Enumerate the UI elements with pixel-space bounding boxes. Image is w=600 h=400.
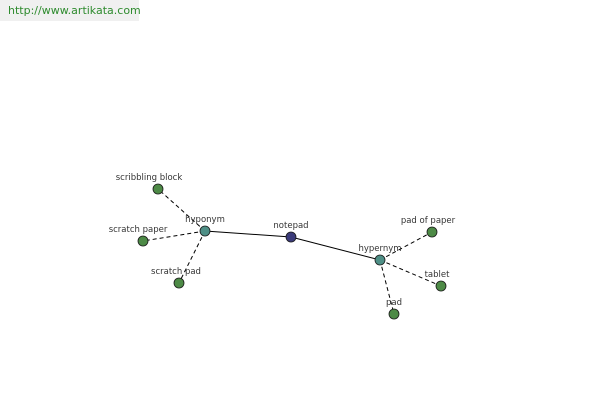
node-label-pad-of-paper: pad of paper <box>401 216 456 226</box>
node-tablet[interactable] <box>435 280 447 292</box>
node-label-pad: pad <box>386 298 402 308</box>
node-label-hyponym: hyponym <box>185 215 225 225</box>
edge-hyponym-scratch-paper <box>142 230 206 242</box>
node-label-hypernym: hypernym <box>358 244 401 254</box>
node-label-scratch-pad: scratch pad <box>151 267 201 277</box>
edge-layer <box>142 188 442 315</box>
edge-hypernym-pad <box>379 259 395 315</box>
node-label-scribbling-block: scribbling block <box>116 173 183 183</box>
node-hyponym[interactable] <box>199 225 211 237</box>
node-scratch-pad[interactable] <box>173 277 185 289</box>
edge-notepad-hyponym <box>204 230 292 238</box>
node-label-notepad: notepad <box>273 221 308 231</box>
label-layer: notepad hyponym hypernym scribbling block sc… <box>109 173 456 308</box>
node-scratch-paper[interactable] <box>137 235 149 247</box>
node-label-scratch-paper: scratch paper <box>109 225 168 235</box>
node-layer <box>137 183 447 320</box>
site-url-banner[interactable]: http://www.artikata.com <box>0 0 141 21</box>
edge-hypernym-pad-of-paper <box>379 231 433 261</box>
node-hypernym[interactable] <box>374 254 386 266</box>
node-scribbling-block[interactable] <box>152 183 164 195</box>
node-pad[interactable] <box>388 308 400 320</box>
node-label-tablet: tablet <box>425 270 451 280</box>
edge-notepad-hypernym <box>290 236 381 261</box>
edge-hyponym-scratch-pad <box>178 230 206 284</box>
node-pad-of-paper[interactable] <box>426 226 438 238</box>
edge-hyponym-scribbling-block <box>157 188 206 232</box>
node-notepad[interactable] <box>285 231 297 243</box>
